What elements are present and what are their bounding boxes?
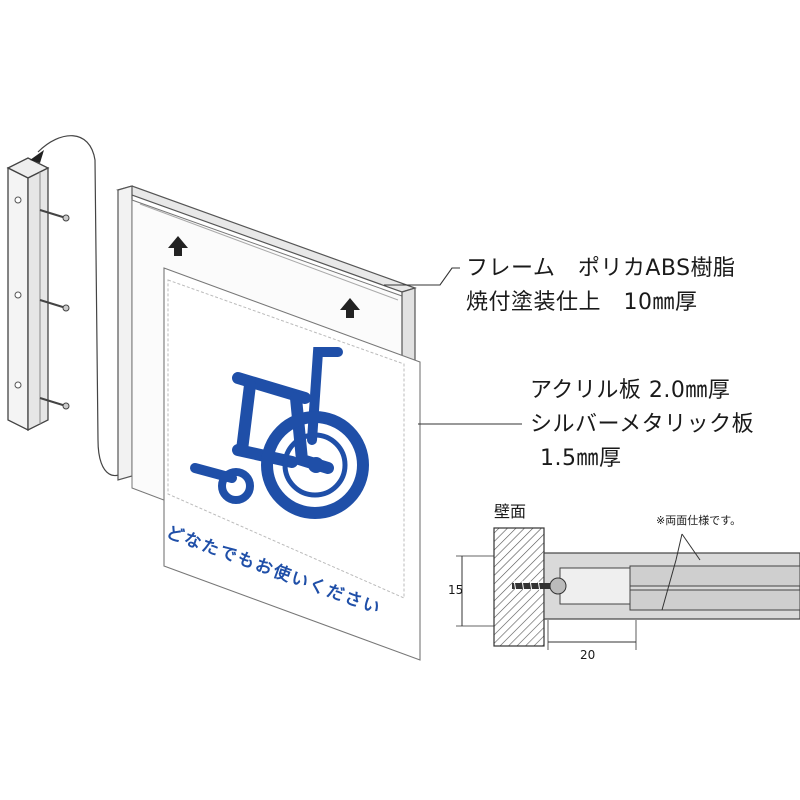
up-arrow-icon xyxy=(340,298,360,318)
screw-icon xyxy=(39,209,70,222)
assembly-arrow xyxy=(30,135,126,477)
acrylic-spec-line2: シルバーメタリック板 xyxy=(530,412,755,437)
acrylic-spec-line1: アクリル板 2.0㎜厚 xyxy=(530,378,731,403)
wall-screw-icon xyxy=(512,577,567,595)
screw-icon xyxy=(39,397,70,410)
frame-spec-line1: フレーム ポリカABS樹脂 xyxy=(466,256,736,281)
leader-lines xyxy=(384,267,522,425)
wheelchair-icon xyxy=(190,347,369,519)
dimension-height: 15 xyxy=(448,583,464,597)
double-sided-note: ※両面仕様です。 xyxy=(656,514,742,527)
frame-spec-line2: 焼付塗装仕上 10㎜厚 xyxy=(466,290,698,315)
screw-icon xyxy=(39,299,70,312)
wall-bracket xyxy=(6,157,70,432)
up-arrow-icon xyxy=(168,236,188,256)
cross-section-detail xyxy=(456,527,800,650)
wall-label: 壁面 xyxy=(494,502,527,521)
dimension-width: 20 xyxy=(580,648,596,662)
acrylic-spec-line3: 1.5㎜厚 xyxy=(540,446,622,471)
